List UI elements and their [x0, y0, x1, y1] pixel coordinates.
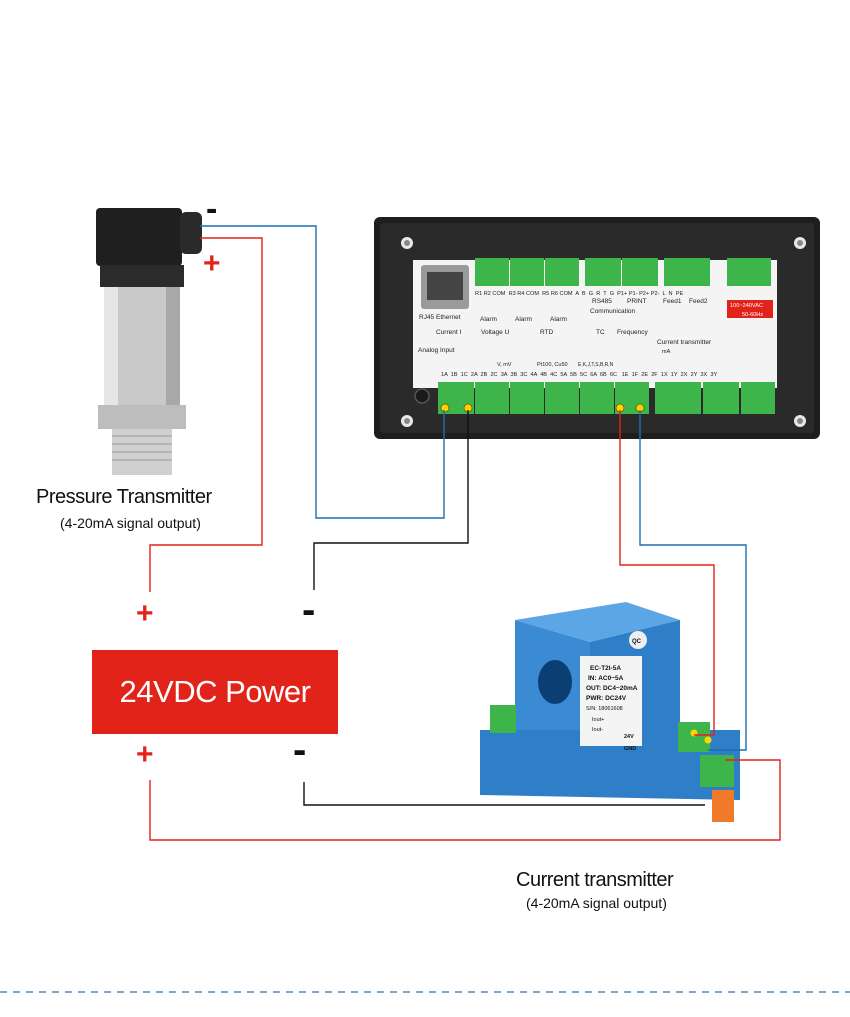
- controller-supply-hz: 50-60Hz: [742, 312, 763, 318]
- controller-alarm-3: Alarm: [550, 316, 567, 323]
- current-transmitter-subtitle: (4-20mA signal output): [526, 895, 667, 911]
- controller-voltage: Voltage U: [481, 329, 509, 336]
- wires: [149, 225, 781, 841]
- power-top-minus-sign: -: [302, 588, 316, 632]
- controller-communication: Communication: [590, 308, 636, 315]
- bottom-terminal-blocks: [438, 382, 775, 414]
- controller-v-mv: V, mV: [497, 362, 512, 368]
- controller-pt100: Pt100, Cu50: [537, 362, 568, 368]
- power-supply-box: [92, 650, 338, 734]
- controller-tc: TC: [596, 329, 605, 336]
- controller-current-transmitter: Current transmitter: [657, 339, 712, 346]
- pressure-transmitter-device: [96, 208, 202, 475]
- current-transmitter-title: Current transmitter: [516, 869, 674, 891]
- ct-in: IN: AC0~5A: [588, 675, 624, 682]
- top-terminal-blocks: [475, 258, 771, 286]
- controller-ma: mA: [662, 349, 671, 355]
- ct-pwr: PWR: DC24V: [586, 695, 627, 702]
- ct-out: OUT: DC4~20mA: [586, 685, 638, 692]
- ct-badge: QC: [632, 639, 642, 645]
- pressure-transmitter-subtitle: (4-20mA signal output): [60, 515, 201, 531]
- current-transmitter-device: [480, 602, 740, 822]
- ct-gnd: GND: [624, 746, 636, 752]
- ct-iout-minus: Iout-: [592, 727, 603, 733]
- power-bottom-minus-sign: -: [293, 728, 307, 772]
- pt-plus-sign: +: [203, 247, 221, 280]
- pt-minus-sign: -: [206, 190, 218, 228]
- controller-frequency: Frequency: [617, 329, 648, 336]
- controller-supply: 100~240VAC: [730, 303, 763, 309]
- controller-top-terminals: R1 R2 COM R3 R4 COM R5 R6 COM A B G R T …: [475, 291, 683, 297]
- controller-tc-types: E,K,J,T,S,B,R,N: [578, 362, 614, 368]
- controller-current: Current I: [436, 329, 461, 336]
- controller-bottom-terminals: 1A 1B 1C 2A 2B 2C 3A 3B 3C 4A 4B 4C 5A 5…: [441, 372, 717, 378]
- controller-alarm-2: Alarm: [515, 316, 532, 323]
- controller-feed2: Feed2: [689, 298, 708, 305]
- controller-alarm-1: Alarm: [480, 316, 497, 323]
- controller-rj45-label: RJ45 Ethernet: [419, 314, 461, 321]
- ct-24v: 24V: [624, 734, 634, 740]
- pressure-transmitter-title: Pressure Transmitter: [36, 486, 212, 508]
- controller-rs485: RS485: [592, 298, 612, 305]
- controller-device: [374, 217, 820, 439]
- power-top-plus-sign: +: [136, 597, 154, 630]
- controller-print: PRINT: [627, 298, 647, 305]
- controller-feed1: Feed1: [663, 298, 682, 305]
- power-label: 24VDC Power: [119, 674, 311, 709]
- power-bottom-plus-sign: +: [136, 738, 154, 771]
- controller-analog-input: Analog Input: [418, 347, 455, 354]
- ct-iout-plus: Iout+: [592, 717, 604, 723]
- ct-sn: S/N: 18061608: [586, 706, 623, 712]
- controller-rtd: RTD: [540, 329, 554, 336]
- ct-model: EC-T2I-5A: [590, 665, 621, 672]
